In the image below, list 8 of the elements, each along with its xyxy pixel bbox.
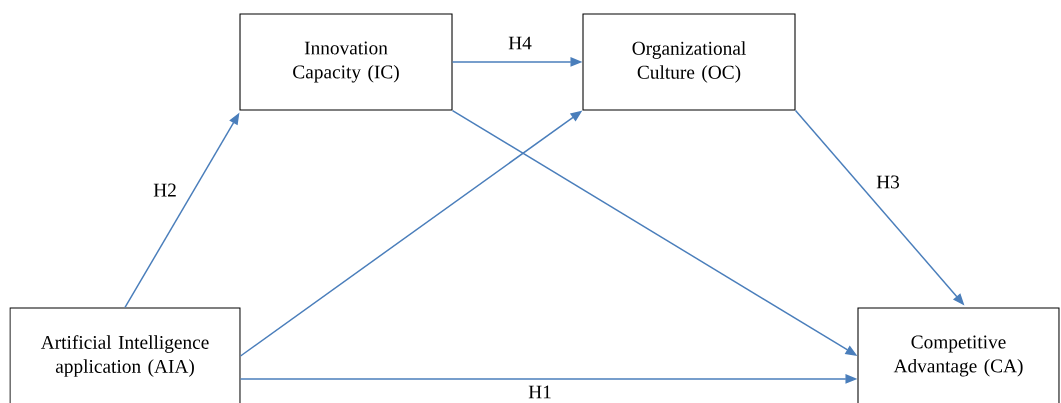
edge-label: H4 bbox=[508, 36, 532, 50]
construct-box: Artificial Intelligence application (AIA) bbox=[9, 307, 241, 403]
construct-box: Competitive Advantage (CA) bbox=[857, 307, 1060, 403]
edge-label: H1 bbox=[528, 385, 551, 399]
edge-label: H2 bbox=[153, 183, 176, 197]
construct-box: Organizational Culture (OC) bbox=[582, 13, 796, 111]
construct-box: Innovation Capacity (IC) bbox=[239, 13, 453, 111]
edge-label: H3 bbox=[876, 175, 900, 189]
